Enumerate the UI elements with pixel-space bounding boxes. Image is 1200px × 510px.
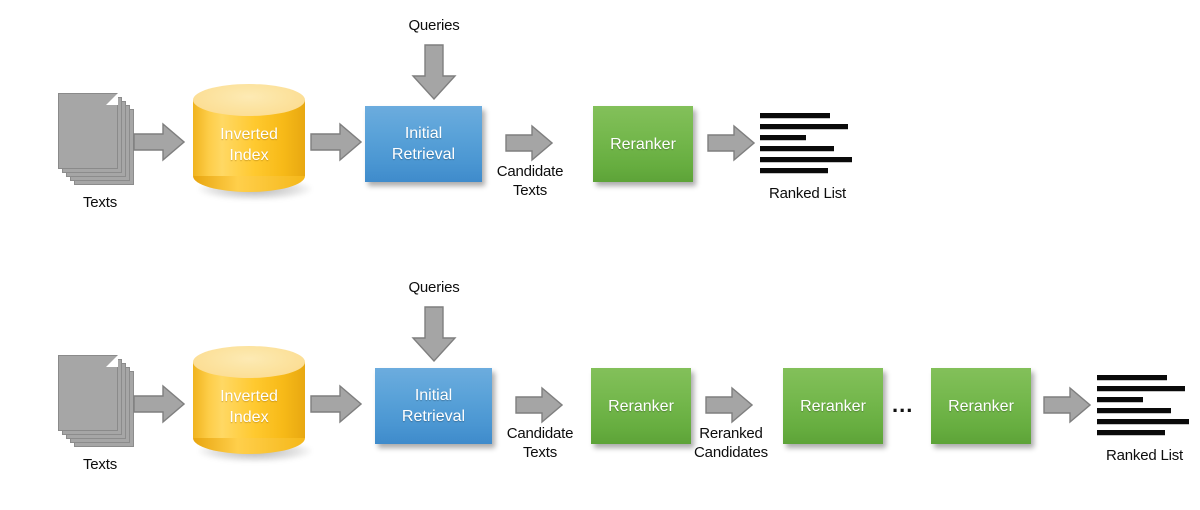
reranked-candidates-label: Reranked Candidates (694, 425, 768, 461)
arrow-reranker-3-to-ranked-list (1043, 386, 1091, 424)
document-fold-corner-icon (106, 93, 118, 105)
arrow-texts-to-index (133, 122, 185, 162)
ranked-list-line-4 (760, 146, 834, 151)
arrow-index-to-retrieval-2 (310, 384, 362, 424)
initial-retrieval-box[interactable]: Initial Retrieval (365, 106, 482, 182)
queries-label: Queries (408, 17, 460, 34)
candidate-texts-label-2: Candidate Texts (506, 425, 574, 461)
cylinder-top-ellipse (193, 84, 305, 116)
reranker-box-1[interactable]: Reranker (593, 106, 693, 182)
ranked-list-line-3 (1097, 397, 1143, 402)
reranker-box-1[interactable]: Reranker (591, 368, 691, 444)
arrow-reranker-1-to-reranker-2 (705, 386, 753, 424)
ranked-list-icon (760, 113, 855, 175)
reranker-chain-ellipsis: ... (892, 392, 914, 417)
ranked-list-line-6 (760, 168, 828, 173)
arrow-retrieval-to-reranker-1 (515, 386, 563, 424)
cylinder-top-ellipse (193, 346, 305, 378)
arrow-queries-to-retrieval-2 (410, 306, 458, 362)
ranked-list-icon-2 (1097, 375, 1192, 437)
single-stage-pipeline-row: Texts Inverted Index Queries (58, 17, 855, 211)
candidate-texts-label: Candidate Texts (496, 163, 564, 199)
arrow-texts-to-index-2 (133, 384, 185, 424)
arrow-queries-to-retrieval (410, 44, 458, 100)
inverted-index-label: Inverted Index (220, 126, 278, 164)
arrow-reranker-to-ranked-list (707, 124, 755, 162)
ranked-list-line-1 (1097, 375, 1167, 380)
ranked-list-label: Ranked List (768, 185, 846, 202)
arrow-index-to-retrieval (310, 122, 362, 162)
initial-retrieval-box-2[interactable]: Initial Retrieval (375, 368, 492, 444)
ranked-list-line-2 (1097, 386, 1185, 391)
queries-label-2: Queries (408, 279, 460, 296)
ranked-list-line-4 (1097, 408, 1171, 413)
reranker-box-3[interactable]: Reranker (931, 368, 1031, 444)
ranked-list-line-5 (1097, 419, 1189, 424)
arrow-retrieval-to-reranker (505, 124, 553, 162)
ranked-list-line-3 (760, 135, 806, 140)
texts-document-stack-2 (58, 355, 142, 449)
document-page-front (58, 93, 118, 169)
ranked-list-line-2 (760, 124, 848, 129)
ranked-list-label-2: Ranked List (1105, 447, 1183, 464)
texts-label-2: Texts (82, 456, 117, 473)
document-page-front (58, 355, 118, 431)
texts-label: Texts (82, 194, 117, 211)
texts-document-stack (58, 93, 142, 187)
inverted-index-label-2: Inverted Index (220, 388, 278, 426)
document-fold-corner-icon (106, 355, 118, 367)
ranked-list-line-5 (760, 157, 852, 162)
multi-stage-pipeline-row: Texts Inverted Index Queries (0, 255, 1200, 510)
inverted-index-cylinder-2: Inverted Index (193, 346, 311, 462)
ranked-list-line-6 (1097, 430, 1165, 435)
ranked-list-line-1 (760, 113, 830, 118)
reranker-box-2[interactable]: Reranker (783, 368, 883, 444)
inverted-index-cylinder: Inverted Index (193, 84, 311, 200)
